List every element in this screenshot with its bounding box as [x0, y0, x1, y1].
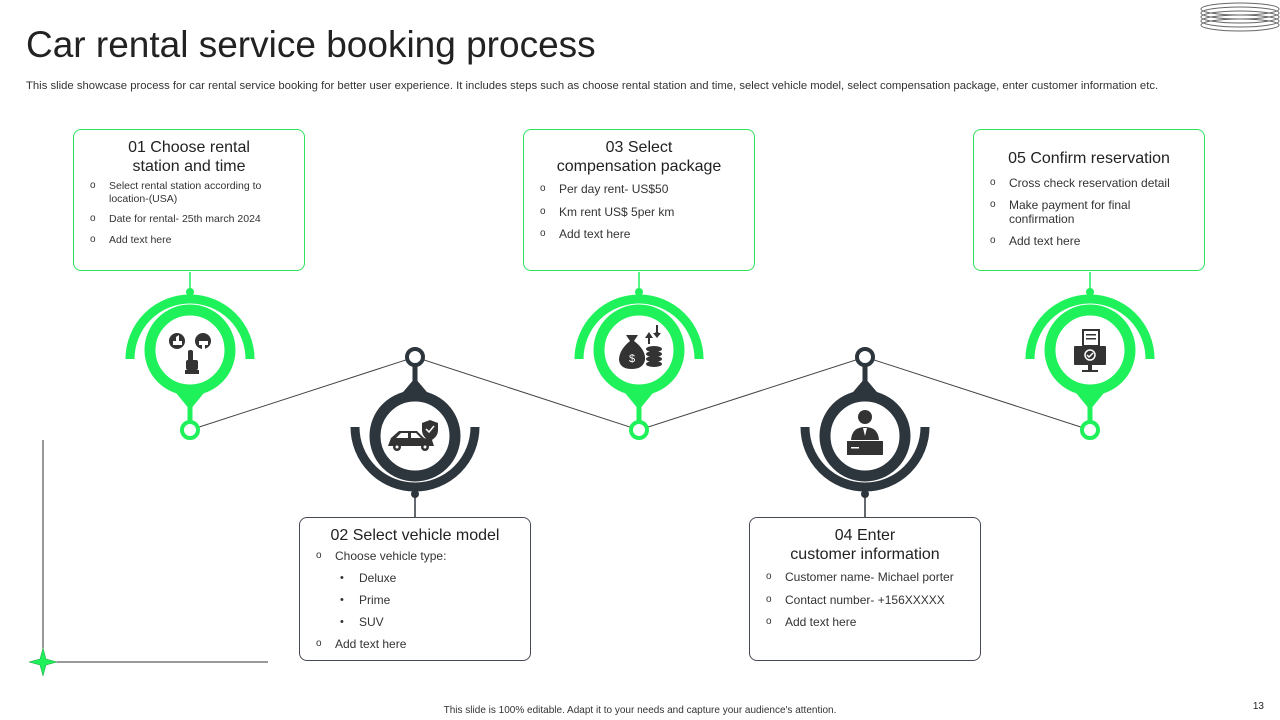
svg-text:$: $	[629, 353, 635, 365]
step-1-title: 01 Choose rental station and time	[128, 139, 250, 175]
decorative-corner-lines	[42, 440, 268, 663]
list-subitem: Prime	[316, 593, 522, 607]
money-bag-coins-icon: $	[619, 325, 662, 369]
step-4-node	[800, 347, 930, 517]
list-item: Contact number- +156XXXXX	[766, 593, 972, 607]
page-number: 13	[1252, 701, 1264, 712]
reservation-monitor-icon	[1074, 329, 1106, 372]
thumbs-up-down-hand-icon	[169, 333, 211, 374]
step-3-node: $	[574, 272, 704, 440]
list-item: Customer name- Michael porter	[766, 570, 972, 584]
list-subitem: SUV	[316, 615, 522, 629]
list-item: Cross check reservation detail	[990, 176, 1196, 190]
list-item: Per day rent- US$50	[540, 182, 746, 196]
list-item: Choose vehicle type:	[316, 549, 522, 563]
customer-desk-icon	[847, 410, 883, 455]
list-item: Date for rental- 25th march 2024	[90, 213, 296, 226]
step-5-title: 05 Confirm reservation	[1008, 150, 1170, 167]
slide-subtitle: This slide showcase process for car rent…	[26, 80, 1159, 92]
decorative-rings-icon	[1200, 2, 1280, 32]
car-shield-icon	[388, 420, 438, 451]
list-item: Add text here	[766, 615, 972, 629]
list-item: Add text here	[540, 227, 746, 241]
list-item: Select rental station according to locat…	[90, 180, 296, 205]
list-item: Km rent US$ 5per km	[540, 205, 746, 219]
sparkle-star-icon	[28, 647, 58, 677]
list-item: Make payment for final confirmation	[990, 198, 1196, 226]
list-item: Add text here	[990, 234, 1196, 248]
step-4-box: 04 Enter customer information Customer n…	[749, 517, 981, 661]
step-3-box: 03 Select compensation package Per day r…	[523, 129, 755, 271]
list-item: Add text here	[90, 234, 296, 247]
slide-title: Car rental service booking process	[26, 24, 596, 65]
step-1-node	[125, 272, 255, 440]
step-3-list: Per day rent- US$50 Km rent US$ 5per km …	[524, 182, 754, 241]
step-4-title: 04 Enter customer information	[790, 527, 940, 563]
step-2-title: 02 Select vehicle model	[330, 527, 500, 544]
step-2-box: 02 Select vehicle model Choose vehicle t…	[299, 517, 531, 661]
step-4-list: Customer name- Michael porter Contact nu…	[750, 570, 980, 629]
step-1-box: 01 Choose rental station and time Select…	[73, 129, 305, 271]
step-2-node	[350, 347, 480, 517]
step-1-list: Select rental station according to locat…	[74, 180, 304, 246]
slide-footer: This slide is 100% editable. Adapt it to…	[443, 705, 837, 716]
list-item: Add text here	[316, 637, 522, 651]
step-5-node	[1025, 272, 1155, 440]
step-5-list: Cross check reservation detail Make paym…	[974, 176, 1204, 248]
step-2-list: Choose vehicle type: Deluxe Prime SUV Ad…	[300, 549, 530, 651]
step-5-box: 05 Confirm reservation Cross check reser…	[973, 129, 1205, 271]
step-3-title: 03 Select compensation package	[556, 139, 722, 175]
list-subitem: Deluxe	[316, 571, 522, 585]
